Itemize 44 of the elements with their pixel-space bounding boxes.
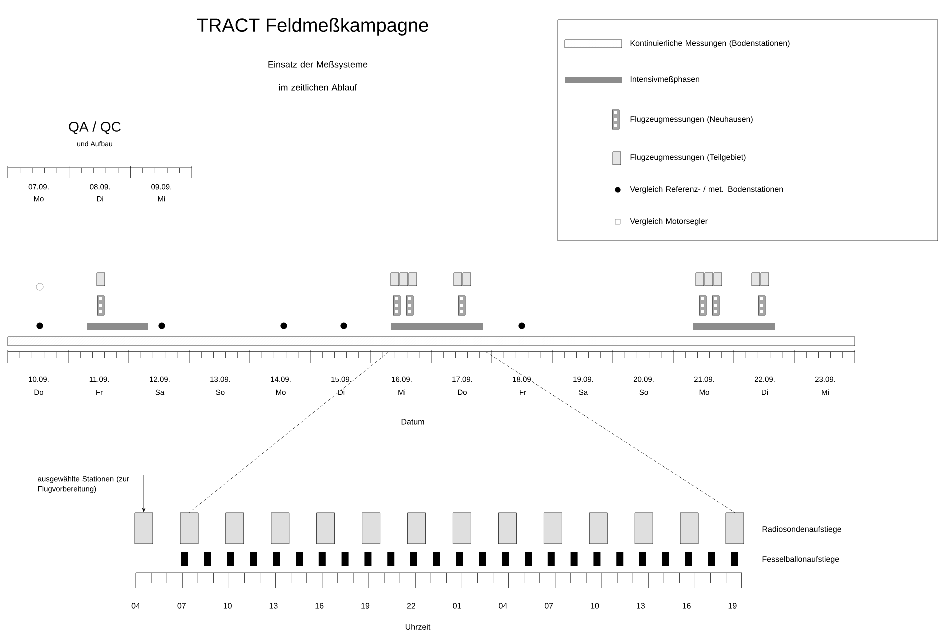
title: TRACT Feldmeßkampagne <box>197 18 428 36</box>
section-heading: QA / QC <box>69 122 121 134</box>
radiosonde-box <box>226 512 244 544</box>
tick-label: 19 <box>362 603 370 609</box>
tick-label: 04 <box>499 603 508 609</box>
tick-label: 19 <box>728 603 737 609</box>
row-label: Fesselballonaufstiege <box>762 556 840 564</box>
subtitle: Einsatz der Meßsysteme im zeitlichen Ablauf <box>268 61 368 91</box>
tick-label: 07 <box>178 603 186 609</box>
row-label: Radiosondenaufstiege <box>762 526 842 534</box>
radiosonde-box <box>408 512 426 544</box>
radiosonde-box <box>271 512 290 544</box>
tick-label: 13 <box>637 603 645 609</box>
radiosonde-box <box>498 512 517 544</box>
legend-text: Vergleich Motorsegler <box>630 218 708 226</box>
tick-label: 10 <box>591 603 600 609</box>
radiosonde-box <box>680 512 699 544</box>
arrow <box>142 474 146 512</box>
legend-text: Intensivmeßphasen <box>630 76 700 84</box>
legend-text: Flugzeugmessungen (Teilgebiet) <box>630 154 746 162</box>
legend-text: Flugzeugmessungen (Neuhausen) <box>630 116 753 124</box>
axis-title: Uhrzeit <box>406 624 431 630</box>
radiosonde-box <box>634 512 654 544</box>
radiosonde-box <box>726 512 744 544</box>
tick-label: 13 <box>270 603 278 609</box>
radiosonde-box <box>134 512 154 544</box>
tick-label: 07 <box>544 603 554 609</box>
axis-title: Datum <box>402 419 424 425</box>
tick-label: 16 <box>316 603 324 609</box>
radiosonde-box <box>180 512 199 544</box>
radiosonde-box <box>453 512 472 544</box>
legend-text: Vergleich Referenz- / met. Bodenstationen <box>630 186 784 194</box>
radiosonde-box <box>362 512 380 544</box>
tick-label: 16 <box>682 603 691 609</box>
tick-label: 04 <box>132 603 140 609</box>
zoom-line <box>189 352 390 513</box>
tick-label: 22 <box>407 603 416 609</box>
tick-label: 10 <box>224 603 232 609</box>
legend-text: Kontinuierliche Messungen (Bodenstationen) <box>630 40 790 48</box>
radiosonde-box <box>544 512 562 544</box>
zoom-line <box>486 352 736 513</box>
tick-label: 01 <box>453 603 462 609</box>
radiosonde-box <box>316 512 335 544</box>
radiosonde-box <box>589 512 608 544</box>
